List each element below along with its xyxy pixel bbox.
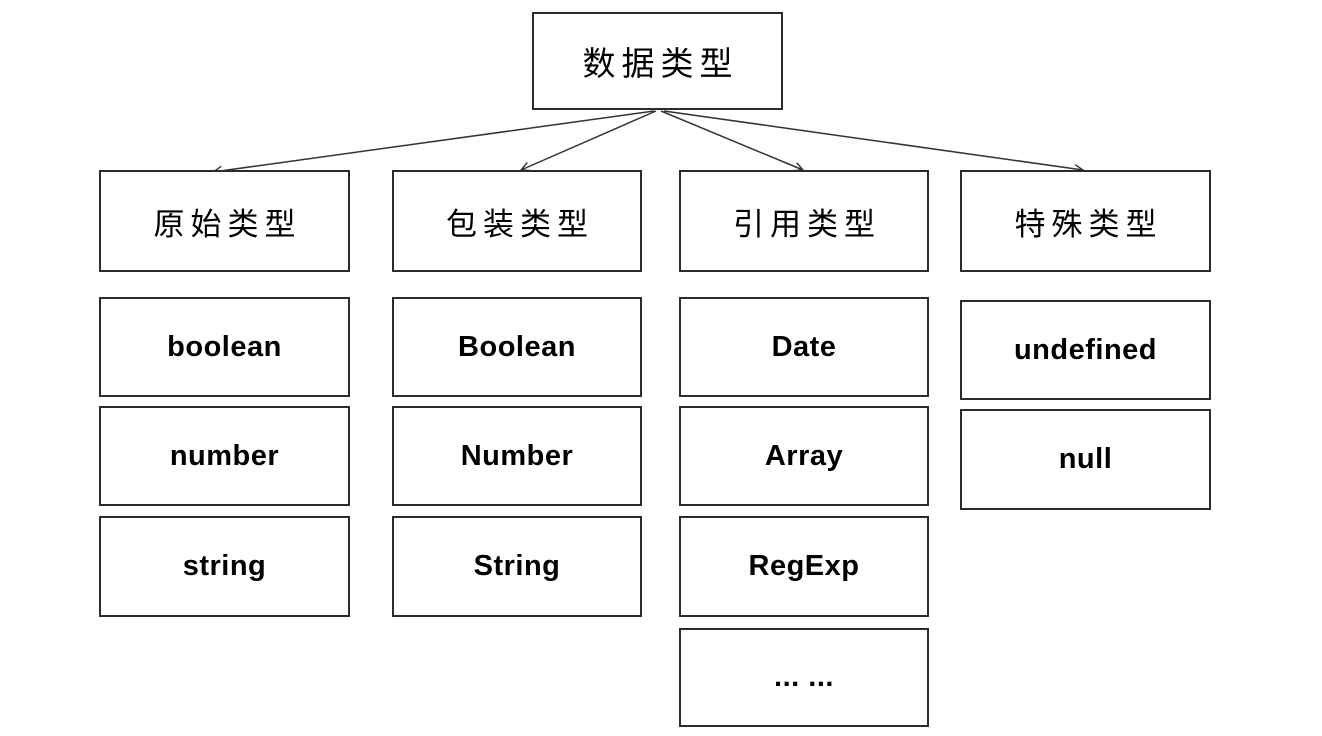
type-item-string-wrapper: String: [392, 516, 642, 617]
type-item-boolean: boolean: [99, 297, 350, 397]
type-item-number: number: [99, 406, 350, 506]
root-node-data-types: 数据类型: [532, 12, 783, 110]
type-item-date: Date: [679, 297, 929, 397]
arrow-root-to-special: [663, 110, 1083, 170]
type-item-undefined: undefined: [960, 300, 1211, 400]
type-item-null: null: [960, 409, 1211, 510]
arrow-root-to-reference: [660, 110, 803, 170]
category-box-primitive-types: 原始类型: [99, 170, 350, 272]
type-item-array: Array: [679, 406, 929, 506]
type-item-regexp: RegExp: [679, 516, 929, 617]
type-item-boolean-wrapper: Boolean: [392, 297, 642, 397]
type-item-number-wrapper: Number: [392, 406, 642, 506]
type-item-ellipsis: ... ...: [679, 628, 929, 727]
arrow-root-to-primitive: [213, 110, 655, 172]
type-item-string: string: [99, 516, 350, 617]
category-box-special-types: 特殊类型: [960, 170, 1211, 272]
category-box-wrapper-types: 包装类型: [392, 170, 642, 272]
arrow-root-to-wrapper: [521, 110, 657, 170]
category-box-reference-types: 引用类型: [679, 170, 929, 272]
